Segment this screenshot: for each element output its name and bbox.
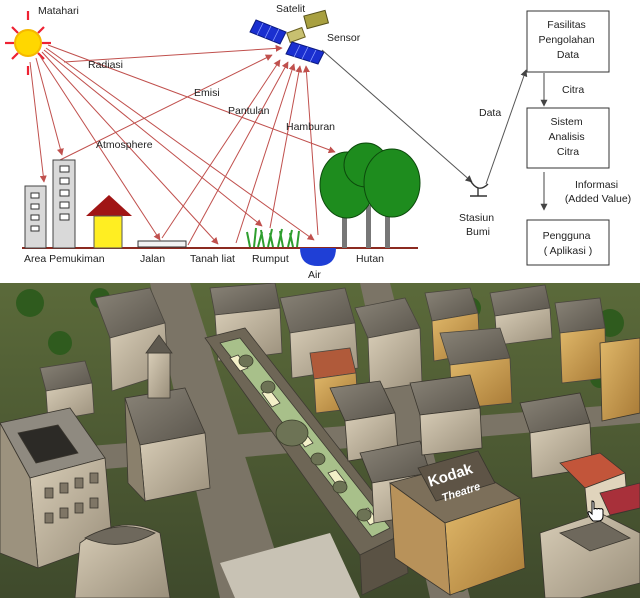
flow-box-processing: Fasilitas Pengolahan Data (526, 10, 610, 73)
building-icon (24, 159, 76, 249)
grass-icon (246, 227, 300, 248)
sensor-label: Sensor (327, 32, 361, 44)
flow-arrow-2-label-line-1: Informasi (575, 179, 618, 191)
city-render: Kodak Theatre (0, 283, 640, 598)
flow-box-3-line-1: Pengguna (543, 230, 591, 242)
radiasi-label: Radiasi (88, 59, 123, 71)
sun-label: Matahari (38, 5, 79, 17)
flow-box-2-line-3: Citra (557, 146, 579, 158)
station-label-line-1: Stasiun (459, 212, 494, 224)
house-icon (86, 195, 132, 249)
plaza (220, 533, 360, 598)
flow-box-3-line-2: ( Aplikasi ) (544, 245, 592, 257)
ground-label-road: Jalan (140, 253, 165, 265)
satellite-icon (249, 9, 330, 65)
hand-cursor-icon (587, 500, 604, 522)
sun-icon (5, 11, 51, 75)
pantulan-label: Pantulan (228, 105, 270, 117)
satellite-label: Satelit (276, 3, 305, 15)
ground-label-grass: Rumput (252, 253, 289, 265)
svg-text:Sistem Analisis Ci: Sistem Analisis Citra (548, 116, 587, 158)
domes (238, 354, 372, 522)
hamburan-label: Hamburan (286, 121, 335, 133)
atmosphere-label: Atmosphere (96, 139, 153, 151)
flow-box-1-line-3: Data (557, 49, 579, 61)
remote-sensing-diagram: Matahari Satelit Sensor (5, 3, 631, 281)
kodak-theatre (389, 450, 526, 596)
flow-arrow-2-label: Informasi (Added Value) (565, 179, 631, 205)
downlink-arrow (321, 49, 473, 183)
flow-box-2-line-2: Analisis (548, 131, 584, 143)
buildings-front-right (539, 482, 640, 598)
svg-text:Fasilitas Pengolahan: Fasilitas Pengolahan Data (539, 19, 598, 61)
ground-label-forest: Hutan (356, 253, 384, 265)
station-label: Stasiun Bumi (459, 212, 497, 238)
round-building (74, 524, 171, 598)
flow-box-user: Pengguna ( Aplikasi ) (526, 219, 610, 266)
water-icon (300, 248, 336, 266)
flow-box-1-line-2: Pengolahan (539, 34, 595, 46)
ground-label-water: Air (308, 269, 321, 281)
data-label: Data (479, 107, 501, 119)
tower-building (124, 334, 211, 503)
svg-text:Pengguna ( Aplikasi ): Pengguna ( Aplikasi ) (543, 230, 594, 257)
radiation-rays (29, 44, 336, 245)
flow-arrow-2-label-line-2: (Added Value) (565, 193, 631, 205)
flow-box-1-line-1: Fasilitas (547, 19, 586, 31)
sensor-rays (59, 44, 319, 246)
station-label-line-2: Bumi (466, 226, 490, 238)
road-icon (137, 240, 187, 248)
data-arrow (485, 69, 528, 185)
flow-box-analysis: Sistem Analisis Citra (526, 107, 610, 169)
ground-station-icon (469, 179, 489, 197)
flow-arrow-1-label: Citra (562, 84, 584, 96)
ground-label-settlement: Area Pemukiman (24, 253, 105, 265)
flow-box-2-line-1: Sistem (550, 116, 582, 128)
forest-icon (319, 142, 421, 248)
emisi-label: Emisi (194, 87, 220, 99)
ground-label-clay: Tanah liat (190, 253, 235, 265)
buildings-back (39, 283, 607, 422)
